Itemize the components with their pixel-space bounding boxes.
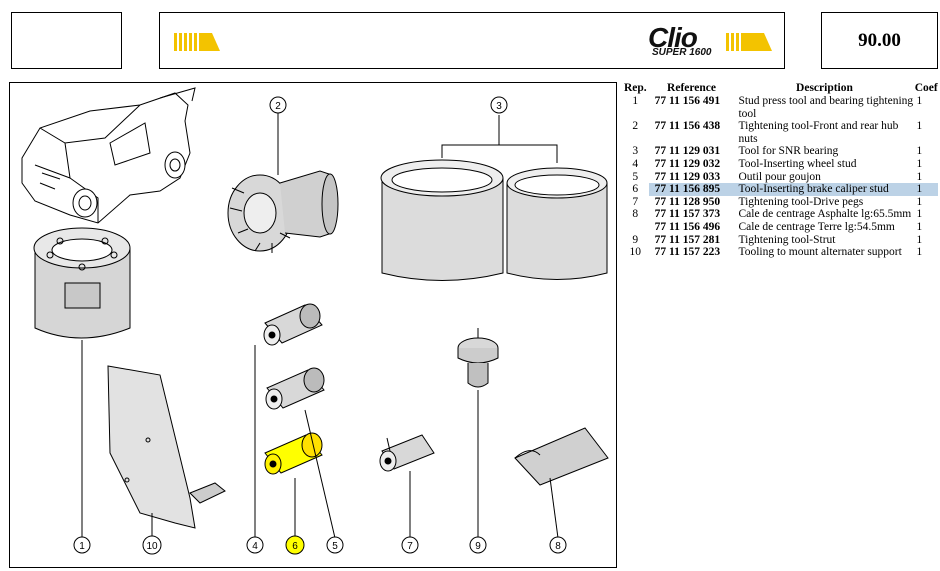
header-left-box	[11, 12, 122, 69]
row-reference: 77 11 157 223	[654, 246, 721, 259]
table-row[interactable]: 1 77 11 156 491 Stud press tool and bearin…	[622, 95, 938, 120]
row-coef: 1	[916, 120, 923, 133]
row-reference: 77 11 157 373	[654, 208, 721, 221]
row-description: Cale de centrage Asphalte lg:65.5mm	[738, 208, 912, 221]
row-reference: 77 11 128 950	[654, 195, 721, 208]
row-rep: 5	[632, 170, 639, 183]
part-9-drawing	[457, 328, 499, 388]
row-coef: 1	[916, 220, 923, 233]
row-rep: 4	[632, 157, 639, 170]
row-rep: 3	[632, 145, 639, 158]
row-description: Tightening tool-Front and rear hub nuts	[738, 120, 899, 145]
row-coef: 1	[914, 183, 938, 196]
callout-2: 2	[275, 101, 281, 112]
row-reference: 77 11 129 031	[654, 145, 721, 158]
callout-5: 5	[332, 541, 338, 552]
row-rep	[622, 221, 649, 234]
clio-logo-sub: SUPER 1600	[652, 47, 712, 58]
row-rep: 9	[632, 233, 639, 246]
clio-logo: Clio	[648, 22, 698, 53]
part-3-drawing	[380, 115, 608, 281]
row-reference: 77 11 129 032	[654, 157, 721, 170]
part-1-drawing	[33, 227, 131, 339]
table-row[interactable]: 10 77 11 157 223 Tooling to mount alternat…	[622, 246, 938, 259]
row-description: Tool-Inserting brake caliper stud	[734, 183, 915, 196]
row-description: Cale de centrage Terre lg:54.5mm	[738, 220, 895, 233]
row-description: Tightening tool-Strut	[738, 233, 836, 246]
parts-drawing: 1 2 3 4 5 6 7 8 9 10	[9, 82, 617, 568]
row-description: Stud press tool and bearing tightening t…	[738, 95, 914, 120]
page-number-box: 90.00	[821, 12, 938, 69]
row-reference: 77 11 156 496	[654, 220, 721, 233]
row-reference: 77 11 156 438	[654, 120, 721, 133]
table-row[interactable]: 5 77 11 129 033 Outil pour goujon 1	[622, 171, 938, 184]
part-2-drawing	[227, 170, 339, 253]
row-description: Outil pour goujon	[738, 170, 821, 183]
row-coef: 1	[916, 157, 923, 170]
part-7-drawing	[379, 434, 435, 472]
row-rep: 6	[632, 183, 639, 196]
row-coef: 1	[916, 246, 923, 259]
header-description: Description	[796, 82, 853, 94]
row-description: Tightening tool-Drive pegs	[738, 195, 864, 208]
callout-10: 10	[146, 541, 158, 552]
callout-4: 4	[252, 541, 258, 552]
row-rep: 1	[632, 95, 639, 107]
row-description: Tool for SNR bearing	[738, 145, 839, 158]
table-row[interactable]: 4 77 11 129 032 Tool-Inserting wheel stud 1	[622, 158, 938, 171]
header-coef: Coef	[914, 82, 938, 94]
header-rep: Rep.	[623, 82, 647, 94]
table-row[interactable]: 8 77 11 157 373 Cale de centrage Asphalte …	[622, 208, 938, 221]
callout-9: 9	[475, 541, 481, 552]
row-coef: 1	[916, 170, 923, 183]
row-reference: 77 11 156 895	[648, 183, 735, 196]
row-coef: 1	[916, 195, 923, 208]
callout-3: 3	[496, 101, 502, 112]
row-reference: 77 11 157 281	[654, 233, 721, 246]
part-4-drawing	[263, 303, 323, 346]
callout-6: 6	[292, 541, 298, 552]
callout-circles	[73, 96, 567, 555]
logo-stripes	[174, 33, 772, 51]
part-6-drawing	[264, 432, 323, 475]
row-reference: 77 11 129 033	[654, 170, 721, 183]
callout-8: 8	[555, 541, 561, 552]
table-row[interactable]: 77 11 156 496 Cale de centrage Terre lg:5…	[622, 221, 938, 234]
part-5-drawing	[265, 367, 325, 410]
car-illustration	[21, 87, 196, 224]
header-logo-box	[159, 12, 785, 69]
row-coef: 1	[916, 233, 923, 246]
row-coef: 1	[916, 145, 923, 158]
parts-table-header: Rep. Reference Description Coef	[622, 82, 938, 95]
callout-7: 7	[407, 541, 413, 552]
part-8-drawing	[514, 427, 609, 486]
row-reference: 77 11 156 491	[654, 95, 721, 107]
page-number: 90.00	[858, 30, 901, 51]
header-reference: Reference	[667, 82, 716, 94]
table-row[interactable]: 7 77 11 128 950 Tightening tool-Drive pegs…	[622, 196, 938, 209]
row-rep: 7	[632, 195, 639, 208]
table-row[interactable]: 3 77 11 129 031 Tool for SNR bearing 1	[622, 145, 938, 158]
table-row[interactable]: 2 77 11 156 438 Tightening tool-Front and …	[622, 120, 938, 145]
row-coef: 1	[916, 208, 923, 221]
row-rep: 10	[629, 246, 642, 259]
row-rep: 8	[632, 208, 639, 221]
callout-1: 1	[79, 541, 85, 552]
part-10-drawing	[107, 365, 226, 529]
table-row[interactable]: 9 77 11 157 281 Tightening tool-Strut 1	[622, 234, 938, 247]
row-coef: 1	[916, 95, 923, 107]
row-rep: 2	[632, 120, 639, 133]
row-description: Tool-Inserting wheel stud	[738, 157, 857, 170]
row-description: Tooling to mount alternater support	[738, 246, 902, 259]
